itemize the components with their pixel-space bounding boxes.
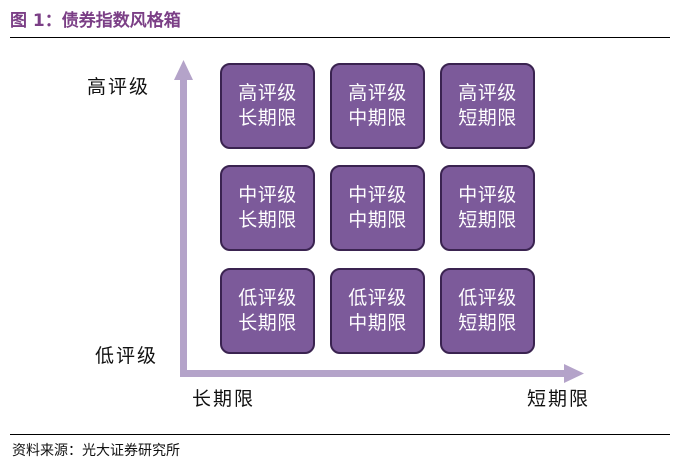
box-mid-short: 中评级 短期限 — [440, 165, 535, 251]
box-term-label: 短期限 — [458, 312, 517, 334]
box-low-mid: 低评级 中期限 — [330, 268, 425, 354]
box-rating-label: 中评级 — [458, 184, 517, 206]
box-mid-mid: 中评级 中期限 — [330, 165, 425, 251]
box-rating-label: 中评级 — [348, 184, 407, 206]
figure-title: 图 1：债券指数风格箱 — [10, 11, 181, 31]
box-high-mid: 高评级 中期限 — [330, 63, 425, 149]
box-rating-label: 高评级 — [458, 82, 517, 104]
source-note: 资料来源：光大证券研究所 — [12, 443, 180, 459]
y-axis-arrowhead — [174, 60, 193, 80]
box-term-label: 长期限 — [238, 312, 297, 334]
y-axis-shaft — [180, 78, 187, 377]
y-axis-high-label: 高评级 — [87, 76, 151, 98]
box-rating-label: 高评级 — [238, 82, 297, 104]
box-low-short: 低评级 短期限 — [440, 268, 535, 354]
box-rating-label: 低评级 — [458, 287, 517, 309]
box-rating-label: 低评级 — [348, 287, 407, 309]
box-rating-label: 中评级 — [238, 184, 297, 206]
box-low-long: 低评级 长期限 — [220, 268, 315, 354]
box-term-label: 中期限 — [348, 312, 407, 334]
box-term-label: 中期限 — [348, 107, 407, 129]
box-high-long: 高评级 长期限 — [220, 63, 315, 149]
x-axis-shaft — [180, 370, 566, 377]
x-axis-arrowhead — [564, 364, 584, 383]
bottom-rule — [10, 434, 670, 435]
box-term-label: 长期限 — [238, 107, 297, 129]
x-axis-short-label: 短期限 — [527, 388, 591, 410]
box-term-label: 长期限 — [238, 209, 297, 231]
box-mid-long: 中评级 长期限 — [220, 165, 315, 251]
box-term-label: 短期限 — [458, 209, 517, 231]
box-rating-label: 低评级 — [238, 287, 297, 309]
box-term-label: 中期限 — [348, 209, 407, 231]
y-axis-low-label: 低评级 — [95, 345, 159, 367]
top-rule — [10, 37, 670, 38]
box-high-short: 高评级 短期限 — [440, 63, 535, 149]
box-term-label: 短期限 — [458, 107, 517, 129]
x-axis-long-label: 长期限 — [192, 388, 256, 410]
box-rating-label: 高评级 — [348, 82, 407, 104]
